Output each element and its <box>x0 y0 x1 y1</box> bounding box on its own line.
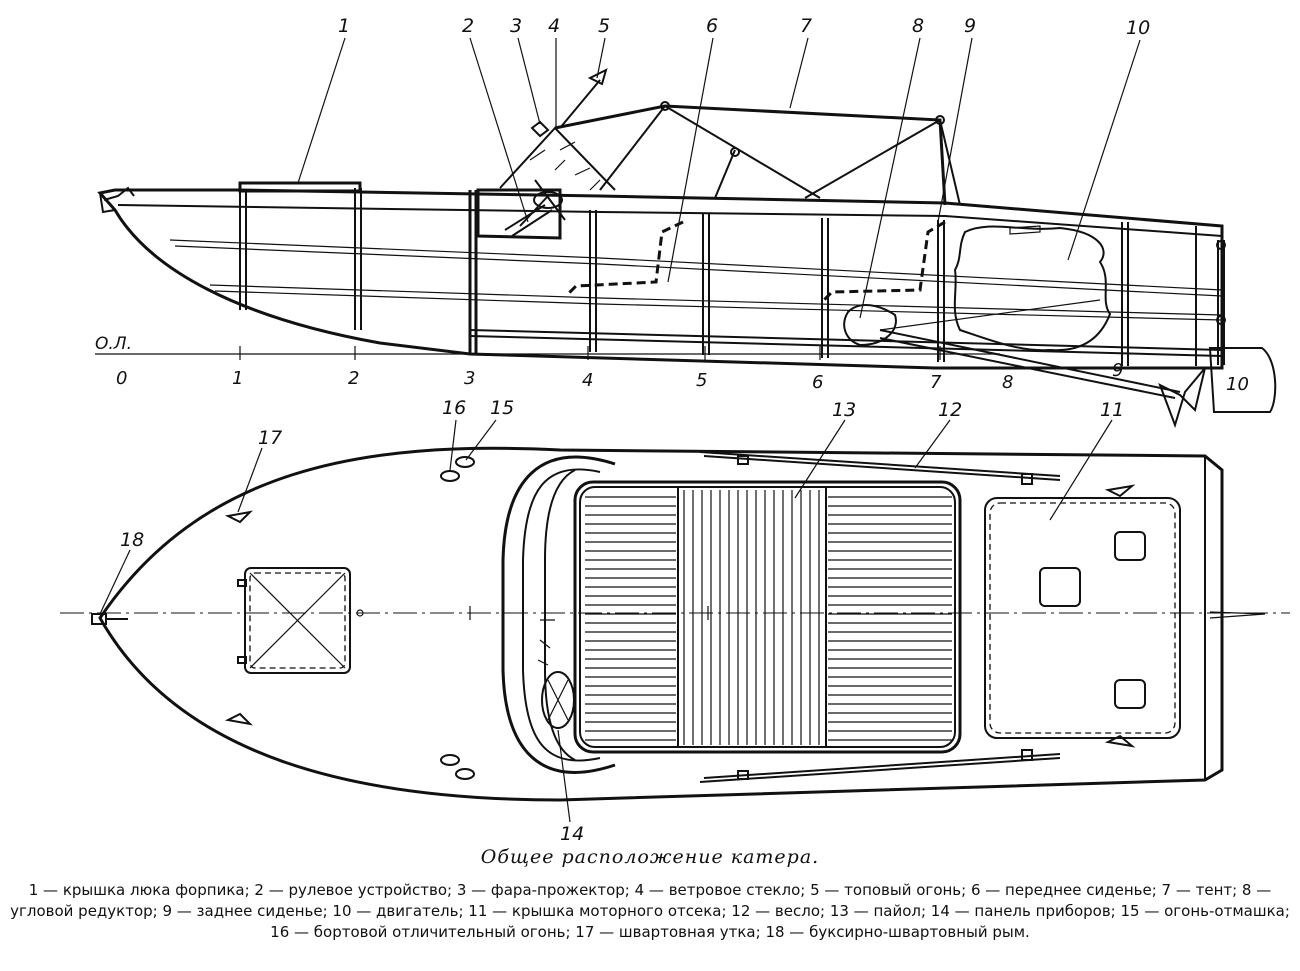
station-7: 7 <box>930 372 942 393</box>
station-3: 3 <box>464 368 475 389</box>
callout-1: 1 <box>338 15 350 37</box>
engine <box>953 225 1112 352</box>
callouts: 1 2 3 4 5 6 7 8 9 10 11 12 13 14 15 16 1… <box>99 15 1150 845</box>
caption-legend: 1 — крышка люка форпика; 2 — рулевое уст… <box>10 881 1290 941</box>
station-8: 8 <box>1002 372 1013 393</box>
callout-18: 18 <box>120 529 144 551</box>
station-labels: 0 1 2 3 4 5 6 7 8 9 10 <box>116 360 1249 395</box>
rudder <box>1208 347 1277 413</box>
cleat <box>224 510 253 524</box>
awning <box>554 101 961 206</box>
callout-2: 2 <box>462 15 474 37</box>
station-0: 0 <box>116 368 127 389</box>
forepeak-hatch <box>238 181 362 193</box>
callout-10: 10 <box>1126 17 1150 39</box>
callout-11: 11 <box>1100 399 1124 421</box>
callout-9: 9 <box>964 15 976 37</box>
deck-outline <box>98 446 1224 802</box>
station-6: 6 <box>812 372 823 393</box>
engine-hatch <box>984 497 1181 739</box>
dashboard <box>476 188 562 240</box>
side-light <box>440 470 460 482</box>
station-9: 9 <box>1112 360 1123 381</box>
callout-16: 16 <box>442 397 466 419</box>
top-view <box>60 446 1290 802</box>
station-5: 5 <box>696 370 707 391</box>
windscreen <box>499 126 616 191</box>
callout-17: 17 <box>258 427 282 449</box>
station-10: 10 <box>1226 374 1249 395</box>
angle-drive <box>843 304 897 347</box>
caption-title: Общее расположение катера. <box>480 846 820 868</box>
callout-15: 15 <box>490 397 514 419</box>
station-ticks <box>239 346 941 360</box>
callout-4: 4 <box>548 15 560 37</box>
station-1: 1 <box>232 368 243 389</box>
propeller <box>1158 367 1206 429</box>
callout-3: 3 <box>510 15 522 37</box>
flashing-light <box>455 456 475 468</box>
callout-5: 5 <box>598 15 610 37</box>
callout-14: 14 <box>560 823 584 845</box>
forepeak-hatch-top <box>237 567 351 674</box>
hull-outline <box>97 188 1224 370</box>
floorboard <box>573 480 962 754</box>
callout-13: 13 <box>832 399 856 421</box>
callout-7: 7 <box>800 15 812 37</box>
front-seat <box>564 220 684 298</box>
towing-eye <box>91 613 128 625</box>
station-4: 4 <box>582 370 593 391</box>
waterline-label: О.Л. <box>95 334 132 354</box>
hull-frames <box>239 188 1197 366</box>
boat-drawing: О.Л. <box>60 15 1290 845</box>
station-2: 2 <box>348 368 359 389</box>
rear-seat <box>822 220 946 302</box>
side-view: О.Л. <box>95 68 1277 429</box>
searchlight <box>530 120 550 138</box>
oar <box>699 451 1061 783</box>
windscreen-top <box>501 455 616 774</box>
callout-12: 12 <box>938 399 962 421</box>
callout-8: 8 <box>912 15 924 37</box>
callout-6: 6 <box>706 15 718 37</box>
